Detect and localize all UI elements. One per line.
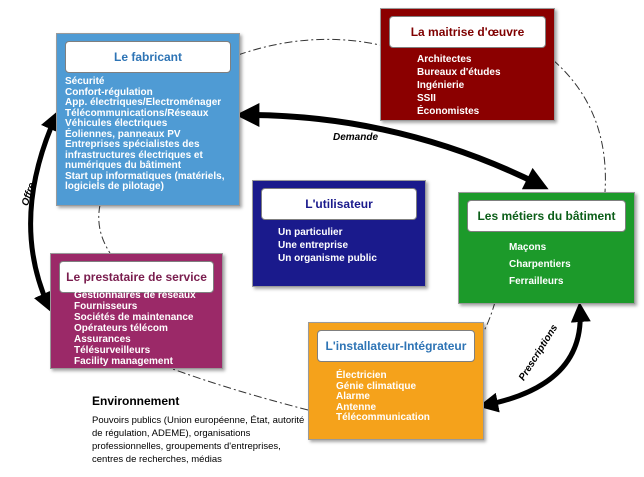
list-item: Antenne [336, 401, 376, 413]
list-item: Bureaux d'études [417, 67, 501, 78]
arrow-offre [28, 110, 60, 313]
fabricant-list: Sécurité Confort-régulation App. électri… [65, 76, 237, 193]
environnement-text: Pouvoirs publics (Union européenne, État… [92, 415, 305, 465]
list-item: Ferrailleurs [509, 276, 564, 287]
metiers-title: Les métiers du bâtiment [467, 200, 626, 232]
box-fabricant: Le fabricant Sécurité Confort-régulation… [56, 33, 240, 206]
metiers-list: Maçons Charpentiers Ferrailleurs [509, 239, 571, 290]
fabricant-title: Le fabricant [65, 41, 231, 73]
list-item: Éoliennes, panneaux PV [65, 128, 181, 140]
list-item: Fournisseurs [74, 301, 138, 312]
box-prestataire-service: Le prestataire de service Gestionnaires … [50, 253, 223, 369]
prestataire-list: Gestionnaires de réseaux Fournisseurs So… [74, 290, 196, 367]
cycle-dashdot-left [98, 204, 111, 254]
list-item: Charpentiers [509, 259, 571, 270]
box-utilisateur: L'utilisateur Un particulier Une entrepr… [252, 180, 426, 287]
list-item: Une entreprise [278, 240, 349, 251]
list-item: Télécommunications/Réseaux [65, 107, 209, 119]
list-item: Maçons [509, 242, 547, 253]
installateur-title: L'installateur-Intégrateur [317, 330, 475, 362]
list-item: Entreprises spécialistes des infrastruct… [65, 139, 203, 171]
maitrise-list: Architectes Bureaux d'études Ingénierie … [417, 53, 501, 118]
arrow-demande [235, 103, 549, 190]
list-item: Un organisme public [278, 253, 377, 264]
list-item: Un particulier [278, 227, 343, 238]
label-demande: Demande [333, 132, 379, 143]
list-item: Ingénierie [417, 80, 465, 91]
cycle-dashdot-top [237, 38, 381, 56]
list-item: Sécurité [65, 76, 105, 87]
environnement-title: Environnement [92, 394, 180, 408]
utilisateur-title: L'utilisateur [261, 188, 417, 220]
list-item: Véhicules électriques [65, 118, 168, 129]
prestataire-title: Le prestataire de service [59, 261, 214, 293]
list-item: Génie climatique [336, 380, 417, 392]
list-item: SSII [417, 93, 436, 104]
cycle-dashdot-bottom [169, 367, 309, 411]
list-item: Facility management [74, 356, 173, 367]
maitrise-title: La maitrise d'œuvre [389, 16, 546, 48]
box-metiers-batiment: Les métiers du bâtiment Maçons Charpenti… [458, 192, 635, 304]
list-item: Opérateurs télécom [74, 323, 168, 334]
list-item: Assurances [74, 334, 131, 345]
list-item: App. électriques/Electroménager [65, 97, 222, 108]
installateur-list: Électricien Génie climatique Alarme Ante… [336, 370, 430, 424]
list-item: Alarme [336, 391, 370, 402]
box-maitrise-oeuvre: La maitrise d'œuvre Architectes Bureaux … [380, 8, 555, 121]
cycle-dashdot-right-top [552, 59, 606, 193]
list-item: Confort-régulation [65, 86, 153, 98]
list-item: Architectes [417, 54, 472, 65]
list-item: Start up informatiques (matériels, logic… [65, 170, 225, 192]
list-item: Télécommunication [336, 412, 430, 423]
list-item: Gestionnaires de réseaux [74, 290, 196, 301]
list-item: Télésurveilleurs [74, 345, 151, 356]
arrow-prescriptions [478, 302, 591, 413]
list-item: Électricien [336, 370, 387, 381]
list-item: Économistes [417, 106, 480, 117]
list-item: Sociétés de maintenance [74, 312, 194, 323]
box-installateur-integrateur: L'installateur-Intégrateur Électricien G… [308, 322, 484, 440]
utilisateur-list: Un particulier Une entreprise Un organis… [278, 226, 377, 265]
